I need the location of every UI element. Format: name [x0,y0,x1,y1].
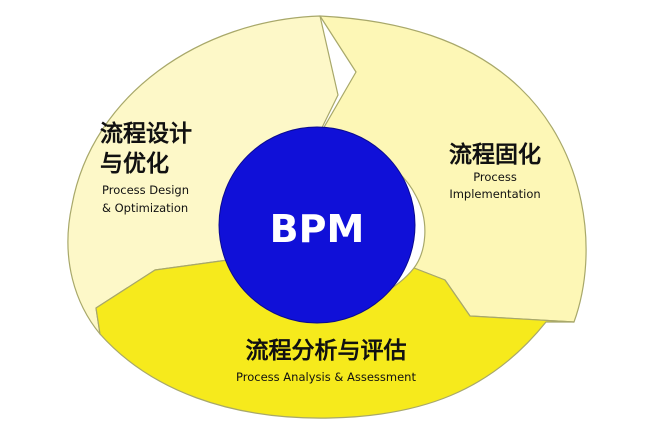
implementation-subtitle-line1: Process [473,170,517,184]
center-label: BPM [270,207,365,251]
design-subtitle-line2: & Optimization [102,201,188,215]
implementation-title: 流程固化 [449,141,541,168]
analysis-title: 流程分析与评估 [246,337,407,364]
design-subtitle-line1: Process Design [102,183,189,197]
center-circle [218,126,416,324]
design-title-line2: 与优化 [100,150,169,177]
analysis-subtitle: Process Analysis & Assessment [236,370,416,384]
implementation-subtitle-line2: Implementation [449,187,540,201]
design-title-line1: 流程设计 [100,120,192,147]
